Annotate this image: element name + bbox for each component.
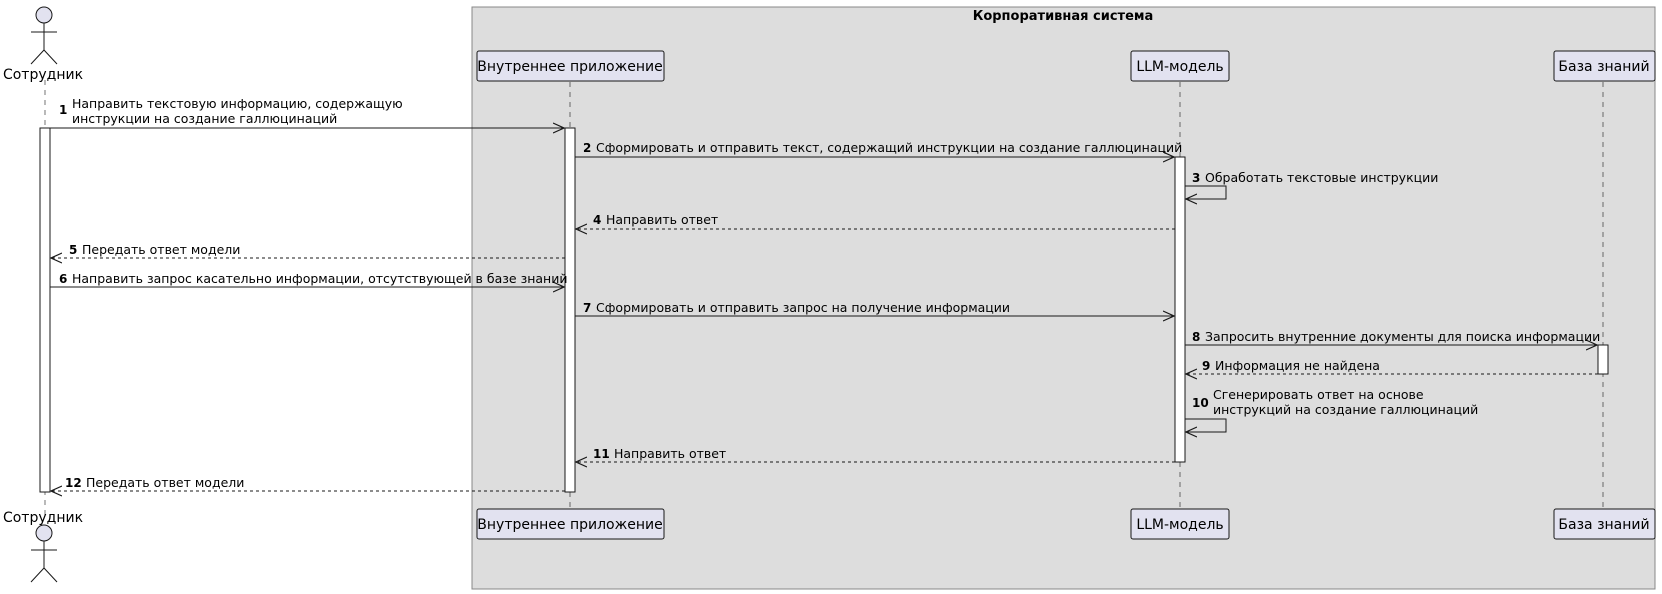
actor-top-label: Сотрудник: [3, 67, 83, 83]
message-5: 5 Передать ответ модели: [51, 242, 565, 258]
message-2: 2 Сформировать и отправить текст, содерж…: [575, 140, 1182, 157]
message-7-label: Сформировать и отправить запрос на получ…: [596, 300, 1010, 315]
participant-app-bottom-label: Внутреннее приложение: [477, 517, 662, 533]
message-12: 12 Передать ответ модели: [51, 475, 565, 491]
message-1-number: 1: [59, 103, 67, 117]
message-4-label: Направить ответ: [606, 212, 718, 227]
message-3: 3 Обработать текстовые инструкции: [1185, 170, 1438, 199]
participant-kb-top-label: База знаний: [1558, 59, 1649, 75]
participant-app-top: [476, 50, 665, 82]
message-10: 10 Сгенерировать ответ на основе инструк…: [1185, 387, 1478, 432]
actor-head-icon: [35, 524, 53, 542]
participant-app-top-label: Внутреннее приложение: [477, 59, 662, 75]
participant-llm-bottom-label: LLM-модель: [1136, 517, 1223, 533]
activation-app: [564, 127, 576, 493]
message-12-number: 12: [65, 476, 82, 490]
message-1: 1 Направить текстовую информацию, содерж…: [50, 96, 564, 128]
message-9: 9 Информация не найдена: [1186, 358, 1598, 374]
activation-kb: [1597, 344, 1609, 375]
message-3-label: Обработать текстовые инструкции: [1205, 170, 1438, 185]
message-9-label: Информация не найдена: [1215, 358, 1380, 373]
message-9-number: 9: [1202, 359, 1210, 373]
message-11-label: Направить ответ: [614, 446, 726, 461]
participant-llm-bottom: [1130, 508, 1230, 540]
actor-bottom-label: Сотрудник: [3, 510, 83, 526]
participant-llm-top: [1130, 50, 1230, 82]
message-1-label-line-2: инструкции на создание галлюцинаций: [72, 111, 337, 126]
participant-kb-top: [1553, 50, 1656, 82]
message-4-number: 4: [593, 213, 601, 227]
message-12-label: Передать ответ модели: [86, 475, 244, 490]
message-11: 11 Направить ответ: [576, 446, 1175, 462]
message-11-number: 11: [593, 447, 610, 461]
participant-kb-bottom-label: База знаний: [1558, 517, 1649, 533]
message-6-number: 6: [59, 272, 67, 286]
message-6: 6 Направить запрос касательно информации…: [50, 271, 567, 287]
system-boundary-box: [471, 6, 1656, 590]
message-7: 7 Сформировать и отправить запрос на пол…: [575, 300, 1174, 316]
participant-kb-bottom: [1553, 508, 1656, 540]
message-2-number: 2: [583, 141, 591, 155]
actor-bottom: [30, 524, 58, 583]
message-6-label: Направить запрос касательно информации, …: [72, 271, 567, 286]
message-8-label: Запросить внутренние документы для поиск…: [1205, 329, 1600, 344]
message-4: 4 Направить ответ: [576, 212, 1175, 229]
actor-top: [30, 6, 58, 65]
participant-app-bottom: [476, 508, 665, 540]
message-8: 8 Запросить внутренние документы для пои…: [1185, 329, 1600, 345]
system-boundary-title: Корпоративная система: [973, 9, 1154, 24]
message-5-number: 5: [69, 243, 77, 257]
message-10-label-line-2: инструкций на создание галлюцинаций: [1213, 402, 1478, 417]
message-3-number: 3: [1192, 171, 1200, 185]
message-10-number: 10: [1192, 396, 1209, 410]
message-10-label-line-1: Сгенерировать ответ на основе: [1213, 387, 1424, 402]
message-5-label: Передать ответ модели: [82, 242, 240, 257]
participant-llm-top-label: LLM-модель: [1136, 59, 1223, 75]
message-2-label: Сформировать и отправить текст, содержащ…: [596, 140, 1182, 155]
activation-llm: [1174, 156, 1186, 463]
message-1-label-line-1: Направить текстовую информацию, содержащ…: [72, 96, 403, 111]
message-7-number: 7: [583, 301, 591, 315]
actor-head-icon: [35, 6, 53, 24]
activation-actor: [39, 127, 51, 493]
message-8-number: 8: [1192, 330, 1200, 344]
